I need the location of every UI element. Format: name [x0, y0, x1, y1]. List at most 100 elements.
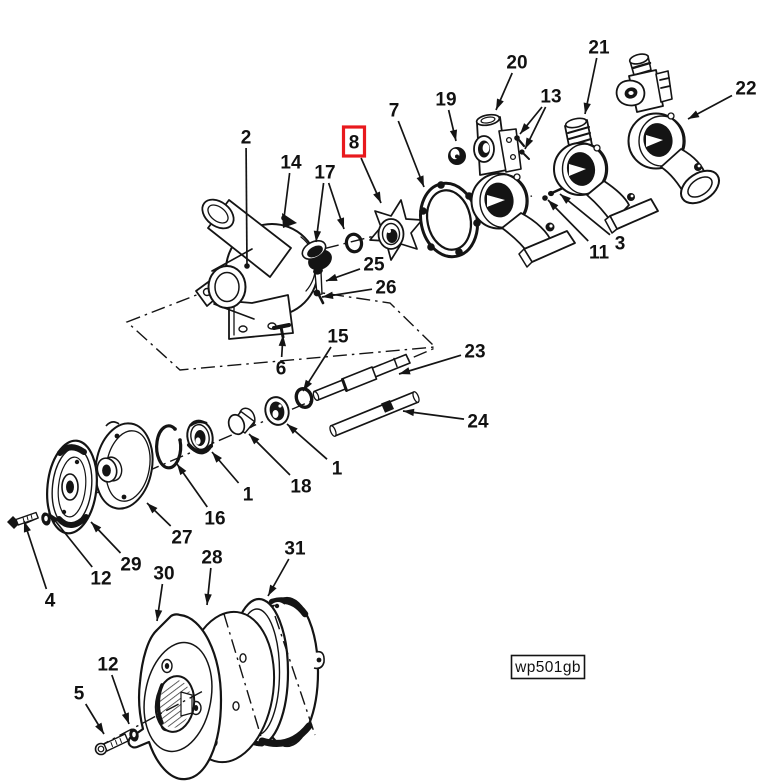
callout-29[interactable]: 29	[90, 521, 142, 576]
part-snap-ring	[155, 424, 183, 470]
callout-28[interactable]: 28	[201, 548, 223, 606]
part-nut	[448, 147, 466, 165]
callout-23[interactable]: 23	[398, 342, 486, 375]
callout-number: 16	[204, 509, 225, 530]
callout-12[interactable]: 12	[97, 655, 130, 725]
arrowhead	[520, 123, 530, 134]
arrowhead	[560, 194, 571, 204]
callout-1[interactable]: 1	[211, 451, 254, 506]
arrowhead	[91, 522, 102, 533]
callout-21[interactable]: 21	[583, 38, 610, 115]
callout-14[interactable]: 14	[280, 153, 302, 221]
callout-6[interactable]: 6	[276, 334, 287, 380]
part-plug	[301, 240, 332, 271]
callout-number: 22	[735, 79, 756, 100]
phantom-mounting-outline	[125, 279, 437, 371]
callout-18[interactable]: 18	[248, 433, 312, 498]
callout-8[interactable]: 8	[341, 125, 382, 204]
highlight-box	[341, 125, 367, 158]
callout-number: 2	[241, 128, 252, 149]
arrowhead	[268, 584, 277, 596]
arrowhead	[322, 291, 334, 299]
arrowhead	[548, 200, 559, 211]
callout-number: 21	[588, 38, 610, 59]
arrowhead	[23, 521, 31, 533]
callout-number: 18	[290, 477, 311, 498]
callout-number: 5	[74, 684, 85, 705]
leader-dot	[281, 215, 287, 221]
part-pump-body-b	[553, 117, 659, 234]
callout-20[interactable]: 20	[495, 53, 528, 111]
callout-30[interactable]: 30	[153, 564, 175, 622]
part-pulley-front-flange	[127, 613, 223, 781]
part-bolt-a	[7, 511, 39, 529]
callout-number: 7	[389, 101, 400, 122]
callout-number: 24	[467, 412, 489, 433]
callout-1[interactable]: 1	[286, 423, 343, 480]
arrowhead	[496, 98, 504, 110]
callout-number: 1	[243, 485, 254, 506]
leader-line	[245, 147, 248, 267]
callout-number: 12	[97, 655, 118, 676]
part-seal-ring	[294, 386, 314, 410]
callout-number: 4	[45, 591, 56, 612]
arrowhead	[154, 609, 163, 621]
part-spacer	[227, 407, 256, 436]
arrowhead	[525, 137, 534, 149]
callout-number: 23	[464, 342, 485, 363]
callout-number: 12	[90, 569, 111, 590]
callout-19[interactable]: 19	[435, 90, 458, 142]
part-hub-flange	[94, 421, 154, 510]
part-bolt-small	[313, 267, 323, 296]
callout-13[interactable]: 13	[519, 87, 562, 150]
arrowhead	[416, 175, 424, 187]
callout-7[interactable]: 7	[389, 101, 425, 188]
callout-15[interactable]: 15	[302, 327, 349, 392]
part-washer-a	[41, 512, 51, 526]
callout-24[interactable]: 24	[402, 408, 489, 433]
arrowhead	[449, 129, 458, 141]
callout-number: 8	[349, 133, 360, 154]
part-washer-and-bolt	[542, 186, 566, 201]
callout-number: 14	[280, 153, 302, 174]
callout-17[interactable]: 17	[313, 163, 345, 243]
callout-4[interactable]: 4	[23, 520, 56, 612]
arrowhead	[95, 722, 104, 734]
callout-12[interactable]: 12	[48, 512, 112, 590]
callout-5[interactable]: 5	[74, 684, 105, 735]
callout-number: 20	[506, 53, 527, 74]
callout-number: 19	[435, 90, 456, 111]
callout-11[interactable]: 11	[547, 199, 609, 264]
callout-number: 1	[332, 459, 343, 480]
callout-number: 13	[540, 87, 561, 108]
callout-25[interactable]: 25	[325, 255, 385, 282]
callout-3[interactable]: 3	[559, 193, 626, 255]
leader-line	[397, 120, 425, 188]
callout-number: 3	[615, 234, 626, 255]
arrowhead	[212, 452, 222, 463]
arrowhead	[287, 424, 298, 435]
callout-number: 15	[327, 327, 349, 348]
arrowhead	[688, 110, 700, 119]
callout-31[interactable]: 31	[267, 539, 306, 597]
arrowhead	[583, 102, 591, 114]
callout-27[interactable]: 27	[146, 502, 193, 549]
leader-line	[23, 520, 48, 590]
callout-2[interactable]: 2	[241, 128, 252, 269]
part-pump-body-a	[470, 113, 576, 268]
arrowhead	[49, 513, 59, 524]
callout-22[interactable]: 22	[687, 79, 757, 120]
callout-26[interactable]: 26	[321, 278, 397, 299]
arrowhead	[303, 379, 313, 391]
callout-number: 26	[375, 278, 396, 299]
arrowhead	[121, 712, 129, 724]
callout-number: 27	[171, 528, 192, 549]
callout-number: 30	[153, 564, 174, 585]
part-shaft-short	[329, 391, 420, 437]
callout-16[interactable]: 16	[176, 463, 226, 530]
callout-number: 6	[276, 359, 287, 380]
arrowhead	[204, 593, 212, 605]
